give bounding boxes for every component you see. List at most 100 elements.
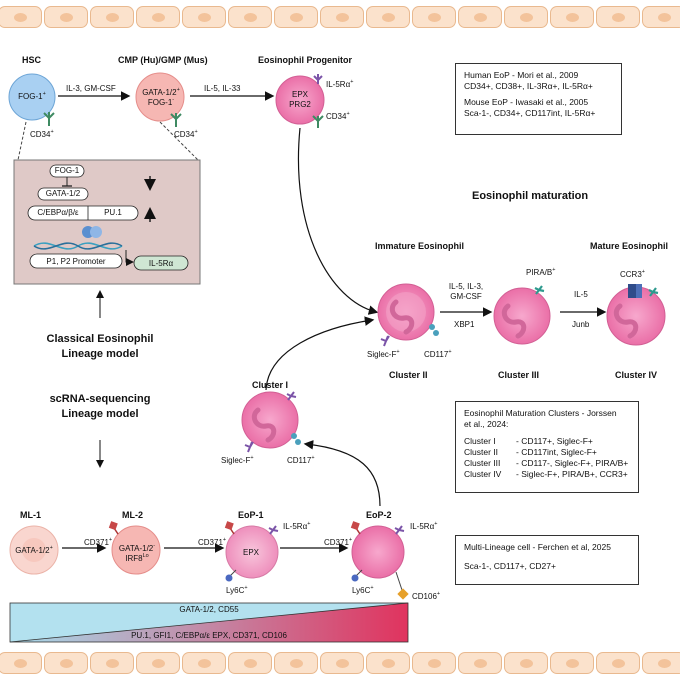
eop-title: Eosinophil Progenitor [258, 55, 352, 65]
wall-brick [550, 6, 594, 28]
ml2-title: ML-2 [122, 510, 143, 520]
ml1-marker: GATA-1/2+ [15, 545, 53, 555]
cluster-ii-label: Cluster II [389, 370, 428, 380]
wall-brick [642, 6, 680, 28]
eop2-cell [350, 521, 409, 600]
wall-brick [412, 652, 456, 674]
transcription-factor [82, 226, 102, 238]
arrow-a-top: IL-5, IL-3,GM-CSF [448, 282, 484, 301]
hsc-marker: FOG-1+ [18, 91, 46, 101]
mature-title: Mature Eosinophil [590, 241, 669, 251]
cluster-row: Cluster II- CD117int, Siglec-F+ [464, 447, 597, 458]
bottom-cell-wall [0, 646, 680, 680]
multilineage-reference-box: Multi-Lineage cell - Ferchen et al, 2025… [455, 535, 639, 585]
cluster-row: Cluster I- CD117+, Siglec-F+ [464, 436, 593, 447]
gradient-top-label: GATA-1/2, CD55 [179, 605, 239, 614]
eop1-cell [224, 521, 279, 582]
eop1-epx: EPX [243, 548, 260, 557]
wall-brick [596, 6, 640, 28]
wall-brick [504, 652, 548, 674]
eop1-cd371: CD371+ [198, 537, 227, 547]
eop-il5ra: IL-5Rα+ [326, 79, 354, 89]
cmp-title: CMP (Hu)/GMP (Mus) [118, 55, 208, 65]
cluster-row: Cluster III- CD117-, Siglec-F+, PIRA/B+ [464, 458, 629, 469]
cluster-iv-cell [606, 284, 666, 346]
arrow-b-bottom: Junb [572, 320, 590, 329]
cluster-iii-label: Cluster III [498, 370, 540, 380]
wall-brick [412, 6, 456, 28]
wall-brick [504, 6, 548, 28]
eop2-ly6c: Ly6C+ [352, 585, 374, 595]
eop1-ly6c: Ly6C+ [226, 585, 248, 595]
c1-siglec: Siglec-F+ [221, 455, 254, 465]
ml2-marker: GATA-1/2- IRF8Lo [118, 543, 156, 563]
maturation-title: Eosinophil maturation [472, 190, 589, 202]
eop2-il5ra: IL-5Rα+ [410, 521, 438, 531]
immature-title: Immature Eosinophil [375, 241, 465, 251]
arrow-a-bottom: XBP1 [454, 320, 475, 329]
wall-brick [182, 6, 226, 28]
wall-brick [228, 6, 272, 28]
ml2-cd371: CD371+ [84, 537, 113, 547]
wall-brick [274, 652, 318, 674]
wall-brick [550, 652, 594, 674]
wall-brick [90, 6, 134, 28]
reg-il5ra: IL-5Rα [148, 259, 174, 268]
eop-reference-box: Human EoP - Mori et al., 2009 CD34+, CD3… [455, 63, 622, 135]
cluster-ii-cell [377, 283, 439, 347]
ml2-cell [108, 521, 161, 575]
eop1-il5ra: IL-5Rα+ [283, 521, 311, 531]
reg-cebp: C/EBPα/β/ε [37, 208, 79, 217]
c2-cd117: CD117+ [424, 349, 452, 359]
reg-pu1: PU.1 [104, 208, 122, 217]
arrow-label-il5: IL-5, IL-33 [204, 84, 241, 93]
reg-promoter: P1, P2 Promoter [46, 257, 106, 266]
ccr3-label: CCR3+ [620, 269, 645, 279]
top-cell-wall [0, 0, 680, 34]
wall-brick [182, 652, 226, 674]
cluster-row: Cluster IV- Siglec-F+, PIRA/B+, CCR3+ [464, 469, 628, 480]
hsc-cell [8, 73, 56, 126]
wall-brick [90, 652, 134, 674]
c2-siglec: Siglec-F+ [367, 349, 400, 359]
wall-brick [136, 6, 180, 28]
cluster-i-label: Cluster I [252, 380, 289, 390]
clusters-reference-box: Eosinophil Maturation Clusters - Jorssen… [455, 401, 639, 493]
c1-cd117: CD117+ [287, 455, 315, 465]
hsc-cd34: CD34+ [30, 129, 54, 139]
pirab-label: PIRA/B+ [526, 267, 556, 277]
wall-brick [320, 652, 364, 674]
cmp-cd34: CD34+ [174, 129, 198, 139]
reg-fog1: FOG-1 [54, 166, 80, 175]
wall-brick [274, 6, 318, 28]
wall-brick [44, 652, 88, 674]
eop1-title: EoP-1 [238, 510, 264, 520]
wall-brick [366, 652, 410, 674]
wall-brick [136, 652, 180, 674]
ml1-title: ML-1 [20, 510, 41, 520]
eop2-title: EoP-2 [366, 510, 392, 520]
wall-brick [458, 652, 502, 674]
wall-brick [596, 652, 640, 674]
cluster-iv-label: Cluster IV [615, 370, 658, 380]
ml1-cell [9, 525, 59, 575]
wall-brick [228, 652, 272, 674]
cluster-i-cell [241, 391, 301, 453]
hsc-title: HSC [22, 55, 42, 65]
wall-brick [642, 652, 680, 674]
wall-brick [366, 6, 410, 28]
eop2-cd106: CD106+ [412, 591, 441, 601]
wall-brick [0, 6, 42, 28]
wall-brick [44, 6, 88, 28]
wall-brick [0, 652, 42, 674]
cmp-cell [135, 72, 185, 127]
eop-cd34: CD34+ [326, 111, 350, 121]
arrow-b-top: IL-5 [574, 290, 588, 299]
cmp-marker: GATA-1/2+ FOG-1- [142, 87, 180, 107]
arrow-label-il3: IL-3, GM-CSF [66, 84, 116, 93]
wall-brick [320, 6, 364, 28]
